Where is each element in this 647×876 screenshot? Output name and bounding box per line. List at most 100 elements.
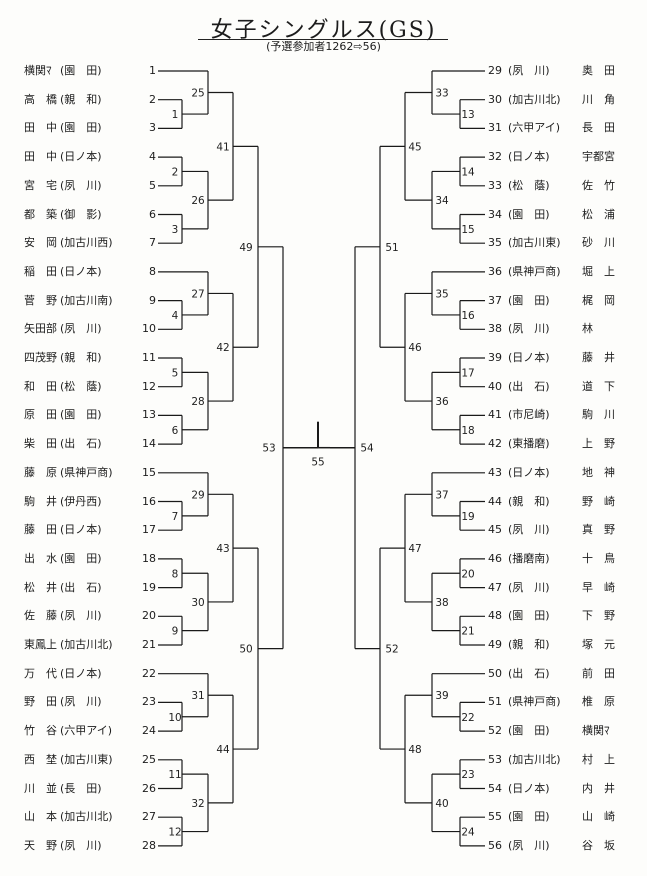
match-number: 4 [172, 310, 179, 322]
player-school: (日ノ本) [60, 264, 102, 278]
match-number: 22 [461, 712, 474, 724]
player-number: 12 [142, 379, 156, 393]
player-name: 砂 川 [582, 236, 615, 250]
match-number: 43 [216, 543, 229, 555]
left-player-entry: 横関ﾏ(園 田)1 [24, 64, 174, 78]
player-name: 藤 原 [24, 465, 57, 479]
left-player-entry: 田 中(園 田)3 [24, 121, 174, 135]
left-player-entry: 松 井(出 石)19 [24, 581, 174, 595]
player-name: 林 [582, 322, 593, 336]
player-number: 49 [488, 638, 502, 651]
match-number: 48 [408, 744, 421, 756]
player-number: 10 [142, 322, 156, 336]
match-number: 30 [191, 597, 204, 609]
match-number: 37 [435, 489, 448, 501]
player-number: 50 [488, 666, 502, 680]
player-school: (日ノ本) [60, 150, 102, 164]
left-player-entry: 出 水(園 田)18 [24, 552, 174, 566]
player-name: 和 田 [24, 379, 57, 393]
player-number: 25 [142, 752, 156, 766]
player-school: (御 影) [60, 207, 102, 221]
player-school: (夙 川) [508, 64, 550, 77]
match-number: 32 [191, 798, 204, 810]
player-school: (園 田) [508, 293, 550, 307]
player-number: 35 [488, 236, 502, 250]
match-number: 23 [461, 769, 474, 781]
player-name: 稲 田 [24, 264, 57, 278]
player-name: 横関ﾏ [24, 64, 52, 77]
match-number: 16 [461, 310, 475, 322]
player-school: (県神戸商) [60, 465, 113, 479]
player-school: (日ノ本) [60, 523, 102, 537]
player-number: 31 [488, 121, 502, 135]
left-player-entry: 藤 田(日ノ本)17 [24, 523, 174, 537]
player-school: (親 和) [60, 92, 102, 106]
player-name: 田 中 [24, 150, 57, 164]
match-number: 51 [385, 242, 398, 254]
player-number: 41 [488, 408, 502, 422]
left-player-entry: 万 代(日ノ本)22 [24, 667, 174, 681]
player-number: 24 [142, 724, 156, 738]
player-school: (加古川北) [60, 810, 113, 824]
player-name: 竹 谷 [24, 724, 57, 738]
player-name: 野 田 [24, 695, 57, 709]
player-name: 椎 原 [582, 695, 615, 709]
right-player-entry: 45(夙 川)真 野 [488, 523, 647, 537]
left-player-entry: 四茂野(親 和)11 [24, 351, 174, 365]
player-name: 原 田 [24, 408, 57, 422]
player-school: (園 田) [508, 207, 550, 221]
match-number: 7 [172, 511, 179, 523]
final-match-number: 55 [311, 457, 324, 469]
player-number: 5 [149, 178, 156, 192]
left-player-entry: 西 埜(加古川東)25 [24, 753, 174, 767]
player-number: 40 [488, 379, 502, 393]
right-player-entry: 32(日ノ本)宇都宮 [488, 150, 647, 164]
match-number: 42 [216, 342, 229, 354]
player-name: 高 橋 [24, 92, 57, 106]
player-name: 上 野 [582, 437, 615, 451]
player-name: 松 井 [24, 580, 57, 594]
player-school: (出 石) [508, 379, 550, 393]
player-school: (出 石) [60, 437, 102, 451]
match-number: 38 [435, 597, 448, 609]
player-number: 20 [142, 609, 156, 623]
player-school: (園 田) [508, 609, 550, 623]
player-school: (日ノ本) [508, 351, 550, 364]
right-player-entry: 35(加古川東)砂 川 [488, 236, 647, 250]
player-school: (六甲アイ) [60, 724, 113, 738]
left-player-entry: 柴 田(出 石) 14 [24, 437, 174, 451]
right-player-entry: 46(播磨南)十 鳥 [488, 552, 647, 566]
player-number: 14 [142, 437, 156, 451]
player-name: 都 築 [24, 207, 57, 221]
player-name: 宮 宅 [24, 178, 57, 192]
player-number: 46 [488, 551, 502, 565]
player-school: (園 田) [60, 121, 102, 135]
player-name: 藤 井 [582, 351, 615, 364]
match-number: 12 [168, 827, 181, 839]
match-number: 50 [239, 644, 252, 656]
player-number: 21 [142, 638, 156, 651]
player-number: 37 [488, 293, 502, 307]
match-number: 41 [216, 141, 229, 153]
left-player-entry: 菅 野(加古川南)9 [24, 294, 174, 308]
player-name: 横関ﾏ [582, 724, 610, 738]
player-name: 地 神 [582, 465, 615, 479]
match-number: 5 [172, 367, 179, 379]
player-number: 16 [142, 494, 156, 508]
right-player-entry: 42(東播磨)上 野 [488, 437, 647, 451]
match-number: 45 [408, 141, 421, 153]
player-school: (加古川西) [60, 236, 113, 250]
player-name: 柴 田 [24, 437, 57, 451]
player-name: 安 岡 [24, 236, 57, 250]
player-name: 内 井 [582, 781, 615, 795]
player-number: 34 [488, 207, 502, 221]
match-number: 19 [461, 511, 474, 523]
match-number: 27 [191, 288, 204, 300]
player-number: 8 [149, 264, 156, 278]
player-school: (夙 川) [60, 609, 102, 623]
player-school: (六甲アイ) [508, 121, 561, 135]
match-number: 47 [408, 543, 421, 555]
left-player-entry: 東鳳上(加古川北)21 [24, 638, 174, 652]
player-number: 19 [142, 580, 156, 594]
match-number: 52 [385, 644, 398, 656]
